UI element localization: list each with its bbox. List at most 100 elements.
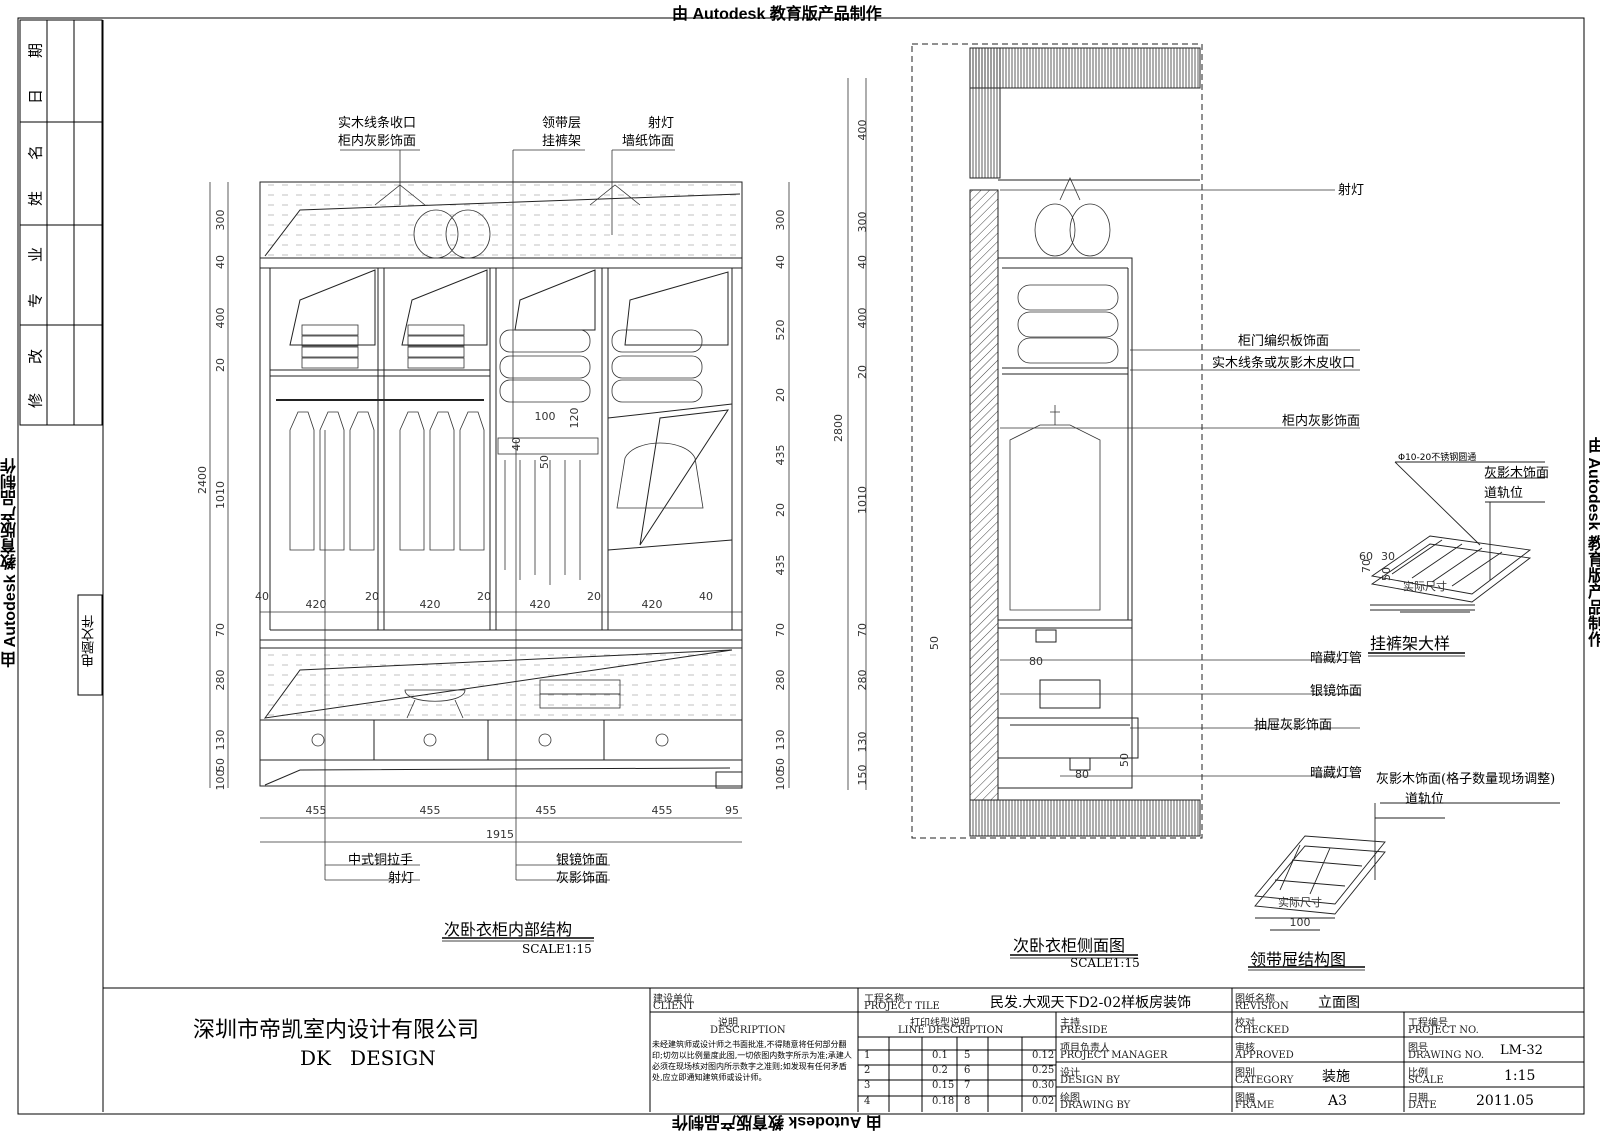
tie-drawer-detail <box>1254 802 1560 931</box>
pm-en: PROJECT MANAGER <box>1060 1050 1168 1061</box>
tie-drawer-veneer-label: 灰影木饰面(格子数量现场调整) <box>1376 772 1556 787</box>
front-dim-right: 300 <box>774 210 787 231</box>
scale-cn: 比例 <box>1408 1068 1428 1079</box>
front-dim-width: 20 <box>365 590 379 603</box>
line-table-cell: 0.1 <box>932 1050 948 1061</box>
side-dim-left: 1010 <box>856 486 869 514</box>
front-dim-width: 40 <box>699 590 713 603</box>
scale-en: SCALE <box>1408 1075 1444 1086</box>
revision-cn: 图纸名称 <box>1235 994 1275 1005</box>
drawing-cn: 绘图 <box>1060 1093 1080 1104</box>
line-table-cell: 1 <box>864 1050 871 1061</box>
front-dim-left: 280 <box>214 670 227 691</box>
project-no-cn: 工程编号 <box>1408 1018 1448 1029</box>
front-dim-right: 435 <box>774 445 787 466</box>
approved-en: APPROVED <box>1235 1050 1294 1061</box>
revision-strip <box>19 19 103 696</box>
frame-value: A3 <box>1328 1093 1348 1109</box>
pants-rack-title: 挂裤架大样 <box>1370 634 1451 653</box>
tie-drawer-dim: 100 <box>1290 916 1311 929</box>
approved-cn: 审核 <box>1235 1043 1255 1054</box>
front-dim-bottom: 455 <box>536 804 557 817</box>
front-dim-left: 130 <box>214 730 227 751</box>
side-dim-left: 400 <box>856 120 869 141</box>
watermark-bottom: 由 Autodesk 教育版产品制作 <box>672 1113 882 1130</box>
line-table-cell: 3 <box>864 1080 871 1091</box>
project-no-en: PROJECT NO. <box>1408 1025 1479 1036</box>
sidebar-cell-zhuan: 专 <box>26 293 45 309</box>
tie-drawer-title: 领带屉结构图 <box>1250 950 1347 969</box>
drawing-no-en: DRAWING NO. <box>1408 1050 1485 1061</box>
side-dim-left: 400 <box>856 308 869 329</box>
preside-en: PRESIDE <box>1060 1025 1108 1036</box>
description-text: 未经建筑师或设计师之书面批准,不得随意将任何部分翻印;切勿以比例量度此图,一切依… <box>652 1040 852 1082</box>
pants-rack-tube-label: Φ10-20不锈钢圆通 <box>1398 453 1477 463</box>
side-label-spotlight: 射灯 <box>1338 183 1365 198</box>
frame-cn: 图幅 <box>1235 1093 1255 1104</box>
front-dim-left: 70 <box>214 623 227 637</box>
sheet-border <box>17 17 1585 1115</box>
project-title-en: PROJECT TILE <box>864 1001 940 1012</box>
company-name-cn: 深圳市帝凯室内设计有限公司 <box>193 1018 480 1043</box>
watermark-top: 由 Autodesk 教育版产品制作 <box>672 6 882 23</box>
side-label-hidden-light-1: 暗藏灯管 <box>1310 651 1363 666</box>
line-table-cell: 0.12 <box>1032 1050 1055 1061</box>
computer-file-label: 电脑文件 <box>82 615 97 667</box>
front-dim-width: 20 <box>587 590 601 603</box>
front-dim-width: 420 <box>420 598 441 611</box>
front-dim-inner: 40 <box>510 437 523 451</box>
project-title-value: 民发.大观天下D2-02样板房装饰 <box>990 995 1192 1011</box>
pm-cn: 项目负责人 <box>1060 1043 1110 1054</box>
side-dim-left: 70 <box>856 623 869 637</box>
line-table-cell: 0.02 <box>1032 1096 1055 1107</box>
scale-value: 1:15 <box>1504 1068 1536 1084</box>
line-table-cell: 4 <box>864 1096 871 1107</box>
front-dim-right: 280 <box>774 670 787 691</box>
line-desc-en: LINE DESCRIPTION <box>898 1025 1004 1036</box>
label-pants-rack: 挂裤架 <box>542 134 582 149</box>
side-view-scale: SCALE1:15 <box>1070 956 1140 970</box>
front-dim-width: 40 <box>255 590 269 603</box>
front-dim-bottom: 455 <box>306 804 327 817</box>
side-label-interior-veneer: 柜内灰影饰面 <box>1282 414 1361 429</box>
description-en: DESCRIPTION <box>710 1025 786 1036</box>
front-dim-right: 100 <box>774 770 787 791</box>
checked-cn: 校对 <box>1235 1018 1255 1029</box>
sidebar-cell-xiu: 修 <box>26 393 45 409</box>
side-dim-left: 50 <box>928 636 941 650</box>
front-view-scale: SCALE1:15 <box>522 942 592 956</box>
client-cn: 建设单位 <box>653 994 693 1005</box>
front-dim-inner: 50 <box>538 455 551 469</box>
line-table-cell: 0.15 <box>932 1080 955 1091</box>
front-dim-bottom: 1915 <box>486 828 514 841</box>
dimension-texts: 3004040020101070280130501002400300405202… <box>196 120 1447 930</box>
front-dim-left: 1010 <box>214 481 227 509</box>
label-spotlight-bottom: 射灯 <box>388 871 415 886</box>
revision-en: REVISION <box>1235 1001 1289 1012</box>
line-table-cell: 2 <box>864 1065 871 1076</box>
category-cn: 图别 <box>1235 1068 1255 1079</box>
label-solid-wood-trim: 实木线条收口 <box>338 116 417 131</box>
front-dim-right: 520 <box>774 320 787 341</box>
line-table-cell: 0.25 <box>1032 1065 1055 1076</box>
drawing-no-cn: 图号 <box>1408 1043 1428 1054</box>
side-view-title: 次卧衣柜侧面图 <box>1013 936 1126 955</box>
date-value: 2011.05 <box>1476 1093 1534 1109</box>
category-en: CATEGORY <box>1235 1075 1294 1086</box>
tie-drawer-rail-label: 道轨位 <box>1405 792 1445 807</box>
sidebar-cell-ming: 名 <box>26 145 45 161</box>
front-dim-left: 100 <box>214 770 227 791</box>
side-dim-left: 2800 <box>832 414 845 442</box>
front-dim-bottom: 455 <box>652 804 673 817</box>
side-label-woven-door: 柜门编织板饰面 <box>1238 334 1330 349</box>
side-dim-small: 80 <box>1029 655 1043 668</box>
side-dim-left: 20 <box>856 365 869 379</box>
date-en: DATE <box>1408 1100 1437 1111</box>
side-label-drawer-veneer: 抽屉灰影饰面 <box>1254 718 1333 733</box>
front-dim-left: 40 <box>214 255 227 269</box>
pants-rack-dim: 50 <box>1380 567 1393 581</box>
front-dim-left: 20 <box>214 358 227 372</box>
front-view-cabinet <box>259 181 743 789</box>
front-dim-inner: 100 <box>535 410 556 423</box>
